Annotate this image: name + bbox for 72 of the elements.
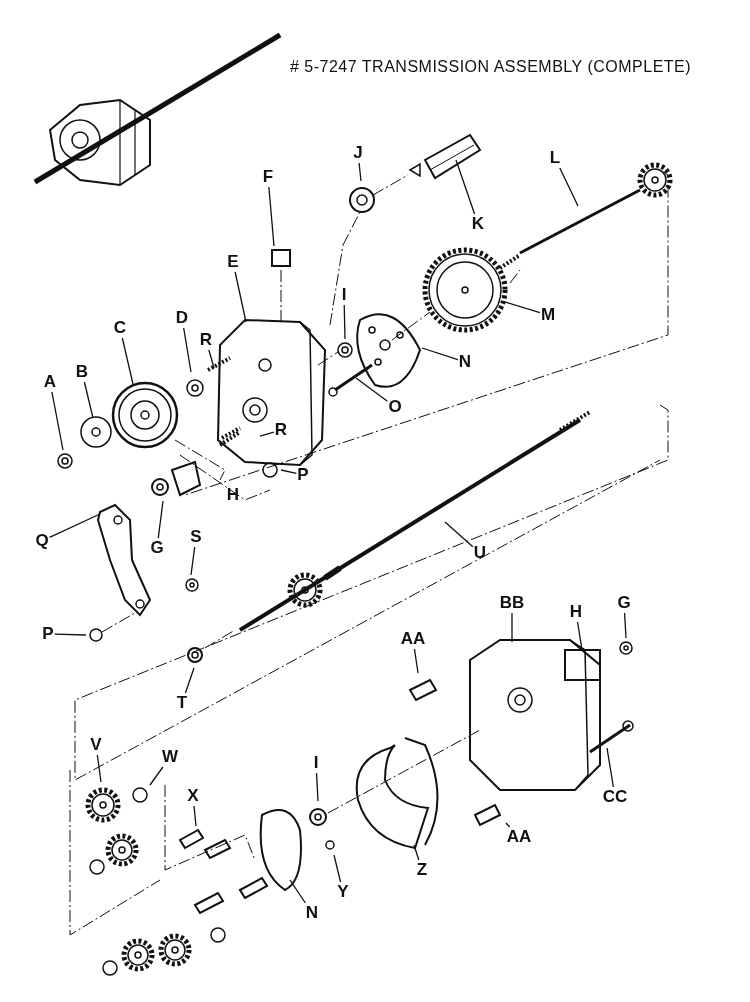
- leader-line: [413, 844, 420, 861]
- leader-line: [48, 513, 101, 539]
- leader-line: [190, 546, 196, 576]
- callout-letter: S: [190, 528, 202, 546]
- callout-letter: U: [473, 544, 487, 562]
- leader-line: [289, 879, 306, 904]
- leader-line: [280, 469, 297, 475]
- leader-line: [184, 667, 195, 694]
- leader-line: [149, 766, 164, 786]
- callout-letter: B: [75, 363, 89, 381]
- callout-letter: CC: [602, 788, 628, 806]
- callout-letter: V: [90, 736, 102, 754]
- callout-letter: D: [175, 309, 189, 327]
- callout-letter: I: [313, 754, 319, 772]
- leader-line: [505, 822, 511, 828]
- leader-line: [121, 337, 134, 385]
- leader-line: [576, 621, 583, 651]
- callout-letter: G: [617, 594, 631, 612]
- leader-line: [413, 648, 419, 674]
- callout-letter: Z: [416, 861, 428, 879]
- callout-letter: W: [162, 748, 178, 766]
- leader-line: [51, 391, 64, 451]
- callout-letter: P: [42, 625, 54, 643]
- leader-line: [157, 500, 164, 539]
- leader-line: [268, 186, 275, 247]
- callout-letter: M: [540, 306, 556, 324]
- leader-line: [511, 612, 513, 643]
- leader-line: [315, 772, 319, 802]
- callout-letter: X: [187, 787, 199, 805]
- callout-letter: H: [569, 603, 583, 621]
- leader-line: [504, 301, 541, 314]
- callout-letter: N: [305, 904, 319, 922]
- callout-letter: H: [226, 486, 240, 504]
- callout-letter: T: [176, 694, 188, 712]
- callout-letter: Y: [337, 883, 349, 901]
- leader-line: [343, 304, 346, 340]
- leader-line: [421, 347, 459, 361]
- leader-line: [333, 854, 342, 883]
- callout-letter: P: [297, 466, 309, 484]
- leader-line: [606, 747, 614, 788]
- diagram-title: # 5-7247 TRANSMISSION ASSEMBLY (COMPLETE): [290, 58, 692, 76]
- callout-letter: R: [274, 421, 288, 439]
- callout-letter: I: [341, 286, 347, 304]
- callout-letter: J: [353, 144, 363, 162]
- callout-letter: E: [227, 253, 239, 271]
- callout-letter: L: [549, 149, 561, 167]
- leader-line: [234, 271, 247, 323]
- leader-line: [355, 377, 389, 402]
- callout-letter: K: [471, 215, 485, 233]
- leader-line: [96, 754, 102, 783]
- callout-letter: R: [199, 331, 213, 349]
- leader-line: [455, 159, 476, 215]
- callout-letter: Q: [35, 532, 49, 550]
- leader-line: [259, 431, 275, 437]
- leader-line: [193, 805, 197, 827]
- leader-line: [208, 349, 215, 369]
- callout-letter: F: [262, 168, 274, 186]
- callout-letter: AA: [400, 630, 426, 648]
- callout-letter: C: [113, 319, 127, 337]
- callout-letter: A: [43, 373, 57, 391]
- callout-letter: AA: [506, 828, 532, 846]
- leader-line: [559, 167, 579, 207]
- leader-line: [83, 381, 94, 419]
- callout-letter: O: [388, 398, 402, 416]
- callout-letter: N: [458, 353, 472, 371]
- leader-line: [623, 612, 627, 639]
- leader-line: [183, 327, 192, 373]
- leader-line: [358, 162, 362, 182]
- leader-line: [54, 633, 87, 636]
- callout-letter: G: [150, 539, 164, 557]
- leader-line: [444, 521, 474, 548]
- callout-letter: BB: [499, 594, 525, 612]
